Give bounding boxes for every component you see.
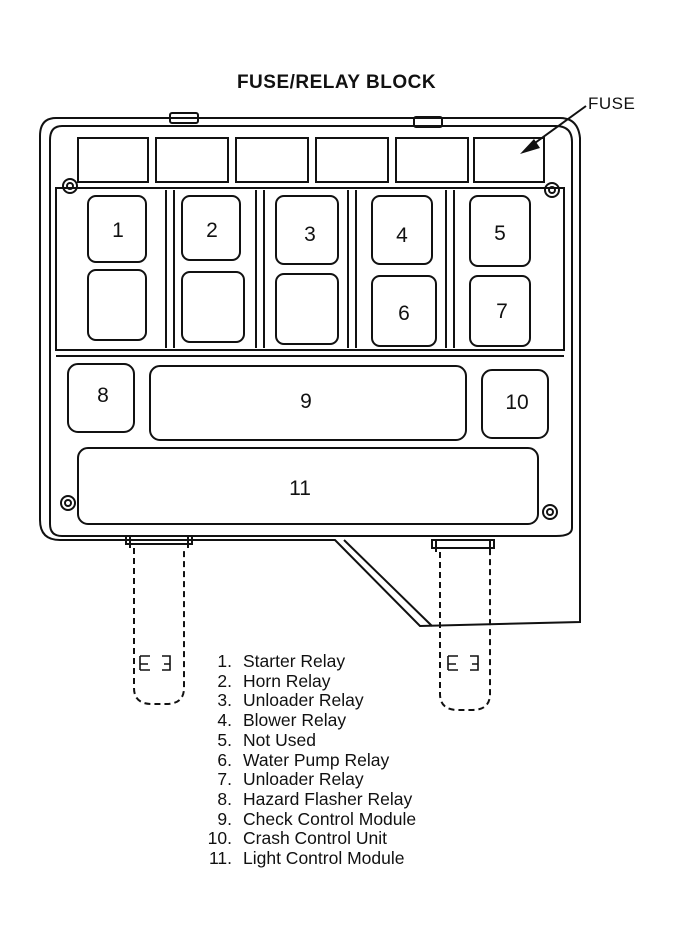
legend-item-number: 4.	[217, 710, 232, 731]
housing-outline	[39, 117, 581, 628]
legend-item-label: Unloader Relay	[243, 769, 364, 790]
fuse-callout-label: FUSE	[588, 94, 636, 113]
legend-item: 2. Horn Relay	[196, 670, 416, 692]
slot-number-10: 10	[505, 391, 529, 414]
diagram-title: FUSE/RELAY BLOCK	[236, 72, 437, 93]
legend-item-number: 2.	[217, 670, 232, 691]
legend-item-label: Light Control Module	[243, 848, 405, 869]
legend-item: 3. Unloader Relay	[196, 691, 416, 711]
relay-10-housing	[481, 369, 549, 439]
connector-right	[431, 539, 495, 711]
relay-8-housing	[67, 363, 135, 433]
legend-item-number: 11.	[208, 848, 232, 869]
connector-left	[125, 535, 193, 705]
fuse-slot	[395, 137, 469, 183]
slot-number-8: 8	[97, 384, 109, 407]
legend-item-number: 5.	[217, 729, 232, 750]
relay-3-lower-housing	[275, 273, 339, 345]
fuse-leader-arrow	[520, 105, 587, 154]
legend-item: 5. Not Used	[196, 729, 416, 751]
fuse-slot	[77, 137, 149, 183]
slot-number-3: 3	[304, 223, 316, 246]
legend-item-number: 8.	[217, 788, 232, 809]
legend-item-label: Blower Relay	[243, 710, 347, 731]
relay-2-lower-housing	[181, 271, 245, 343]
legend-item-number: 3.	[217, 690, 232, 711]
legend-item-label: Not Used	[243, 729, 316, 750]
legend-item-label: Water Pump Relay	[243, 749, 390, 770]
legend-item-label: Unloader Relay	[243, 690, 364, 711]
relay-4-housing	[371, 195, 433, 265]
relay-7-housing	[469, 275, 531, 347]
legend-item: 6. Water Pump Relay	[196, 749, 416, 771]
module-9-housing	[149, 365, 467, 441]
relay-blocks	[87, 195, 531, 347]
relay-3-housing	[275, 195, 339, 265]
relay-6-housing	[371, 275, 437, 347]
legend-item: 11. Light Control Module	[196, 848, 416, 869]
slot-number-9: 9	[300, 390, 312, 413]
legend-item-number: 7.	[217, 769, 232, 790]
slot-number-6: 6	[398, 302, 410, 325]
module-11-housing	[77, 447, 539, 525]
relay-bay-dividers	[165, 190, 455, 348]
housing-slope	[343, 539, 433, 627]
slot-number-5: 5	[494, 222, 506, 245]
legend-item-label: Horn Relay	[243, 670, 331, 691]
legend-item-label: Crash Control Unit	[243, 828, 387, 849]
fuse-row	[77, 137, 545, 183]
relay-5-housing	[469, 195, 531, 267]
component-legend: 1. Starter Relay 2. Horn Relay 3. Unloader …	[196, 651, 417, 869]
relay-1-lower-housing	[87, 269, 147, 341]
legend-item-label: Hazard Flasher Relay	[243, 788, 413, 809]
fuse-slot	[315, 137, 389, 183]
legend-item: 10. Crash Control Unit	[196, 829, 416, 849]
relay-section	[55, 187, 565, 351]
legend-item: 8. Hazard Flasher Relay	[196, 788, 416, 810]
legend-item: 4. Blower Relay	[196, 710, 416, 731]
legend-item-number: 1.	[217, 651, 232, 671]
fuse-slot	[155, 137, 229, 183]
legend-item-label: Check Control Module	[243, 808, 417, 829]
slot-number-1: 1	[112, 219, 124, 242]
legend-item-number: 9.	[217, 808, 232, 829]
slot-number-11: 11	[289, 477, 311, 500]
legend-item: 1. Starter Relay	[196, 651, 416, 672]
legend-item: 9. Check Control Module	[196, 808, 417, 830]
legend-item-number: 6.	[217, 749, 232, 770]
relay-2-housing	[181, 195, 241, 261]
fuse-slot	[235, 137, 309, 183]
legend-item: 7. Unloader Relay	[196, 770, 416, 790]
relay-1-housing	[87, 195, 147, 263]
housing-inner-outline	[49, 125, 573, 537]
slot-number-2: 2	[206, 219, 218, 242]
legend-item-number: 10.	[207, 828, 232, 849]
fuse-slot	[473, 137, 545, 183]
legend-item-label: Starter Relay	[243, 651, 346, 671]
slot-number-4: 4	[396, 224, 408, 247]
slot-number-7: 7	[496, 300, 508, 323]
